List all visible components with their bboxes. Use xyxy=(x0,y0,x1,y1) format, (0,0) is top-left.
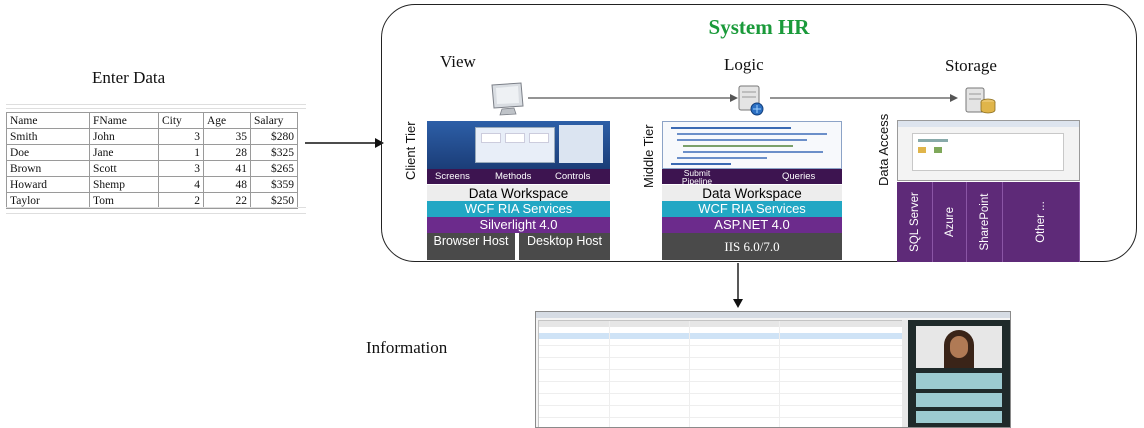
table-cell: 4 xyxy=(158,176,204,193)
arrow-right-icon xyxy=(305,138,384,148)
storage-sharepoint: SharePoint xyxy=(967,182,1003,262)
sharepoint-label: SharePoint xyxy=(978,193,991,251)
data-access-label: Data Access xyxy=(876,113,891,186)
save-button[interactable] xyxy=(916,393,1002,407)
server-icon xyxy=(738,85,764,116)
table-cell: Shemp xyxy=(89,176,159,193)
table-cell: 35 xyxy=(203,128,251,145)
middle-wcf-bar: WCF RIA Services xyxy=(662,201,842,217)
table-cell: Doe xyxy=(6,144,90,161)
sheet-gridline xyxy=(6,207,306,208)
column-header: City xyxy=(158,112,204,129)
client-tier-label: Client Tier xyxy=(403,121,418,180)
client-wcf-bar: WCF RIA Services xyxy=(427,201,610,217)
tab-submit-pipeline: Submit Pipeline xyxy=(681,168,713,186)
table-cell: Taylor xyxy=(6,192,90,209)
storage-azure: Azure xyxy=(933,182,967,262)
view-heading: View xyxy=(440,52,476,71)
desktop-host-label: Desktop Host xyxy=(526,234,603,248)
table-row: Doe Jane 1 28 $325 xyxy=(6,144,298,161)
monitor-icon xyxy=(491,82,524,116)
tab-screens: Screens xyxy=(435,171,470,182)
table-cell: $325 xyxy=(250,144,298,161)
table-cell: 22 xyxy=(203,192,251,209)
logic-heading: Logic xyxy=(724,55,764,74)
table-cell: Jane xyxy=(89,144,159,161)
table-row: Smith John 3 35 $280 xyxy=(6,128,298,145)
storage-sql-server: SQL Server xyxy=(897,182,933,262)
table-cell: $265 xyxy=(250,160,298,177)
table-cell: Smith xyxy=(6,128,90,145)
system-hr-box: System HR xyxy=(381,4,1137,262)
table-cell: Howard xyxy=(6,176,90,193)
column-header: Name xyxy=(6,112,90,129)
database-server-icon xyxy=(965,87,996,114)
middle-tabs-bar: Submit Pipeline Queries xyxy=(662,168,842,186)
column-header: FName xyxy=(89,112,159,129)
client-data-workspace-bar: Data Workspace xyxy=(427,184,610,201)
enter-data-label: Enter Data xyxy=(92,68,166,87)
sheet-gridline xyxy=(6,104,306,105)
table-cell: 3 xyxy=(158,160,204,177)
storage-other: Other ... xyxy=(1003,182,1080,262)
middle-code-thumbnail xyxy=(662,121,842,169)
client-silverlight-bar: Silverlight 4.0 xyxy=(427,217,610,233)
table-cell: 48 xyxy=(203,176,251,193)
azure-label: Azure xyxy=(943,206,956,238)
desktop-host-bar: Desktop Host xyxy=(519,233,610,260)
sheet-gridline xyxy=(6,108,306,109)
table-cell: John xyxy=(89,128,159,145)
browser-host-bar: Browser Host xyxy=(427,233,517,260)
table-cell: Scott xyxy=(89,160,159,177)
iis-bar: IIS 6.0/7.0 xyxy=(662,233,842,260)
exit-button[interactable] xyxy=(916,411,1002,423)
system-title: System HR xyxy=(708,15,810,39)
information-screenshot xyxy=(535,311,1011,428)
sheet-gridline xyxy=(6,213,306,214)
column-header: Salary xyxy=(250,112,298,129)
arrow-down-icon xyxy=(733,263,743,308)
table-cell: 28 xyxy=(203,144,251,161)
enter-data-table: Name FName City Age Salary Smith John 3 … xyxy=(6,112,298,209)
table-cell: 41 xyxy=(203,160,251,177)
table-cell: Brown xyxy=(6,160,90,177)
other-label: Other ... xyxy=(1035,201,1047,243)
middle-tier-label: Middle Tier xyxy=(641,124,656,188)
middle-data-workspace-bar: Data Workspace xyxy=(662,184,842,201)
table-cell: $250 xyxy=(250,192,298,209)
table-row: Brown Scott 3 41 $265 xyxy=(6,160,298,177)
data-access-thumbnail xyxy=(897,120,1080,181)
column-header: Age xyxy=(203,112,251,129)
middle-aspnet-bar: ASP.NET 4.0 xyxy=(662,217,842,233)
load-customers-button[interactable] xyxy=(916,373,1002,389)
arrow-right-icon xyxy=(528,94,738,102)
table-cell: $359 xyxy=(250,176,298,193)
table-row: Howard Shemp 4 48 $359 xyxy=(6,176,298,193)
tab-methods: Methods xyxy=(495,171,532,182)
table-header-row: Name FName City Age Salary xyxy=(6,112,298,129)
client-tabs-bar: Screens Methods Controls xyxy=(427,169,610,184)
table-cell: 3 xyxy=(158,128,204,145)
information-label: Information xyxy=(366,338,448,357)
tab-queries: Queries xyxy=(782,171,816,182)
sql-server-label: SQL Server xyxy=(908,192,921,252)
client-screenshot-thumbnail xyxy=(427,121,610,169)
table-cell: 1 xyxy=(158,144,204,161)
arrow-right-icon xyxy=(770,94,958,102)
table-row: Taylor Tom 2 22 $250 xyxy=(6,192,298,209)
avatar xyxy=(916,326,1002,368)
storage-heading: Storage xyxy=(945,56,997,75)
table-cell: $280 xyxy=(250,128,298,145)
browser-host-label: Browser Host xyxy=(433,234,509,248)
tab-controls: Controls xyxy=(555,171,591,182)
